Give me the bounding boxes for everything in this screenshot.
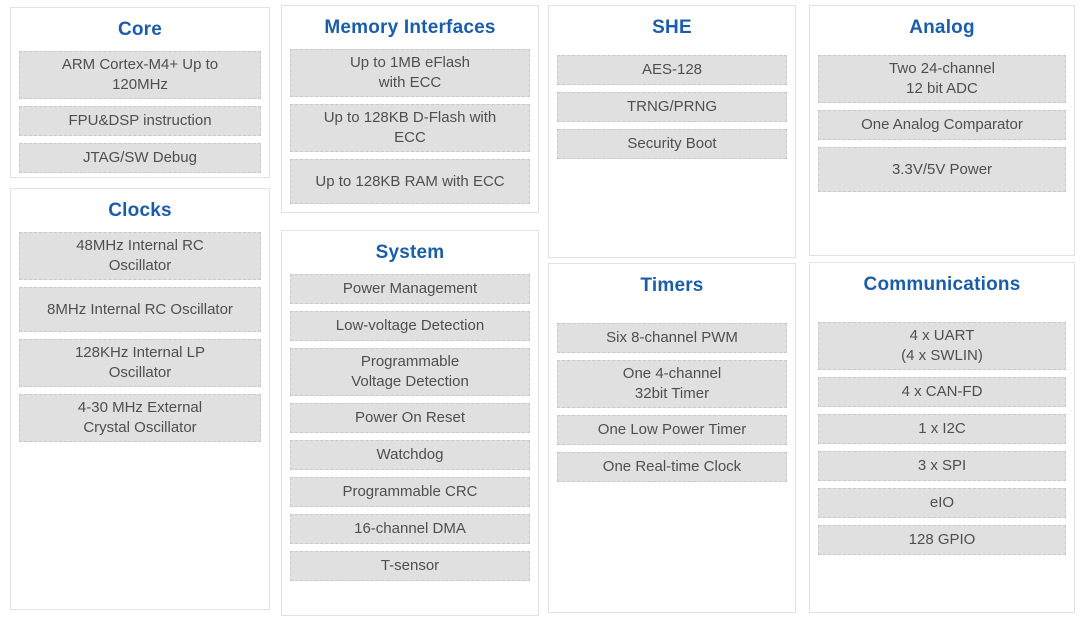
panel-items: Six 8-channel PWM One 4-channel 32bit Tim… [549,323,795,482]
panel-title: Analog [909,17,975,38]
panel-title: Core [117,19,163,40]
panel-items: Two 24-channel 12 bit ADC One Analog Comp… [810,55,1074,192]
panel-title: SHE [652,17,692,38]
feature-item: Power Management [290,274,530,304]
feature-item: Up to 128KB RAM with ECC [290,159,530,204]
panel-items: Up to 1MB eFlash with ECC Up to 128KB D-F… [282,49,538,204]
feature-item: 128KHz Internal LP Oscillator [19,339,261,387]
feature-item: FPU&DSP instruction [19,106,261,136]
feature-item: Up to 128KB D-Flash with ECC [290,104,530,152]
feature-item: Low-voltage Detection [290,311,530,341]
feature-item: 16-channel DMA [290,514,530,544]
panel-communications: Communications 4 x UART (4 x SWLIN) 4 x C… [809,262,1075,613]
feature-item: 128 GPIO [818,525,1066,555]
feature-item: TRNG/PRNG [557,92,787,122]
feature-item: 8MHz Internal RC Oscillator [19,287,261,332]
panel-title: System [375,242,445,263]
feature-item: 3 x SPI [818,451,1066,481]
feature-item: Programmable CRC [290,477,530,507]
feature-item: eIO [818,488,1066,518]
panel-items: 48MHz Internal RC Oscillator 8MHz Interna… [11,232,269,442]
feature-item: 1 x I2C [818,414,1066,444]
feature-item: AES-128 [557,55,787,85]
feature-item: One Real-time Clock [557,452,787,482]
feature-item: ARM Cortex-M4+ Up to 120MHz [19,51,261,99]
feature-item: 3.3V/5V Power [818,147,1066,192]
feature-item: Six 8-channel PWM [557,323,787,353]
feature-item: 4-30 MHz External Crystal Oscillator [19,394,261,442]
panel-title: Memory Interfaces [324,17,496,38]
feature-item: Security Boot [557,129,787,159]
panel-title: Clocks [108,200,172,221]
feature-item: 48MHz Internal RC Oscillator [19,232,261,280]
feature-item: One 4-channel 32bit Timer [557,360,787,408]
feature-item: 4 x CAN-FD [818,377,1066,407]
panel-memory-interfaces: Memory Interfaces Up to 1MB eFlash with … [281,5,539,213]
feature-item: One Analog Comparator [818,110,1066,140]
panel-items: 4 x UART (4 x SWLIN) 4 x CAN-FD 1 x I2C 3 x… [810,322,1074,555]
feature-item: Two 24-channel 12 bit ADC [818,55,1066,103]
feature-item: T-sensor [290,551,530,581]
feature-item: One Low Power Timer [557,415,787,445]
feature-item: Power On Reset [290,403,530,433]
panel-title: Communications [863,274,1021,295]
feature-item: Watchdog [290,440,530,470]
feature-item: Programmable Voltage Detection [290,348,530,396]
feature-item: JTAG/SW Debug [19,143,261,173]
panel-timers: Timers Six 8-channel PWM One 4-channel 32… [548,263,796,613]
feature-item: 4 x UART (4 x SWLIN) [818,322,1066,370]
panel-analog: Analog Two 24-channel 12 bit ADC One Anal… [809,5,1075,256]
panel-title: Timers [640,275,704,296]
feature-item: Up to 1MB eFlash with ECC [290,49,530,97]
panel-clocks: Clocks 48MHz Internal RC Oscillator 8MHz … [10,188,270,610]
